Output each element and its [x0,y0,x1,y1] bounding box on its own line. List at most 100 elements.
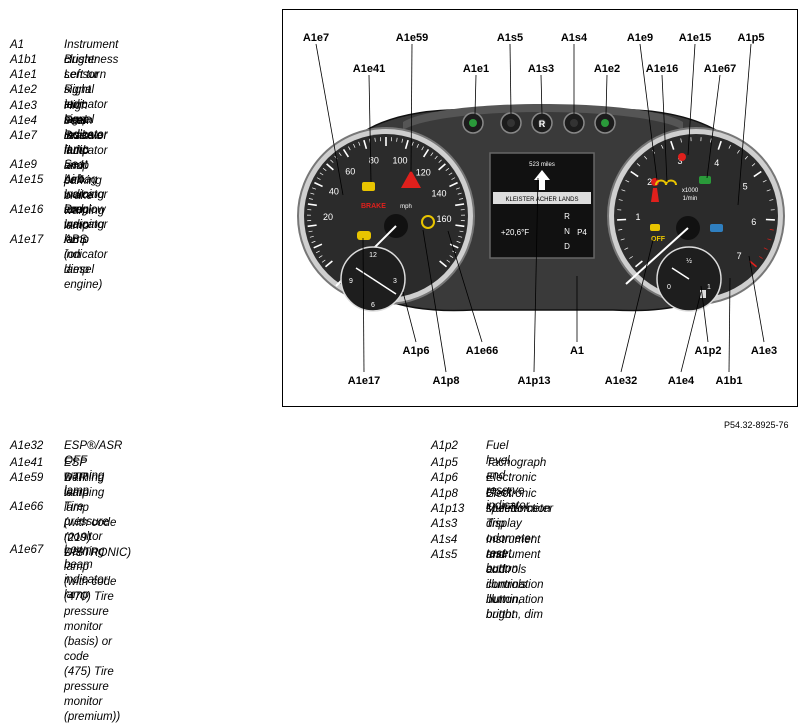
tachometer-tick-label: 4 [714,158,719,168]
legend-code: A1e4 [10,114,37,129]
callout-label-a1e1: A1e1 [463,63,489,75]
abs-indicator-lamp [357,231,371,240]
legend-code: A1e32 [10,439,43,454]
legend-code: A1e9 [10,158,37,173]
callout-label-a1p5: A1p5 [738,32,765,44]
esp-off-warning-lamp: OFF [651,236,666,243]
callout-label-a1b1: A1b1 [716,375,743,387]
clock-tick-label: 9 [349,278,353,285]
callout-label-a1e41: A1e41 [353,63,385,75]
callout-label-a1p2: A1p2 [695,345,722,357]
legend-code: A1s4 [431,533,457,548]
callout-label-a1e7: A1e7 [303,32,329,44]
tachometer-unit: x1000 [682,188,699,194]
legend-code: A1b1 [10,53,37,68]
legend-code: A1e1 [10,68,37,83]
brake-warning-lamp: BRAKE [361,203,386,210]
speedometer-tick-label: 40 [329,187,339,197]
callout-leader-line [510,44,511,114]
legend-code: A1e59 [10,471,43,486]
speedometer-tick-label: 120 [416,168,431,178]
speedometer-tick-label: 60 [345,166,355,176]
tachometer-tick-label: 5 [743,181,748,191]
callout-label-a1s5: A1s5 [497,32,523,44]
callout-label-a1e15: A1e15 [679,32,711,44]
legend-code: A1e66 [10,500,43,515]
clock-tick-label: 3 [393,278,397,285]
legend-description: Instrument and controls illumination but… [486,548,544,623]
callout-label-a1p13: A1p13 [517,375,550,387]
tachometer-tick-label: 6 [751,217,756,227]
callout-label-a1s3: A1s3 [528,63,554,75]
display-gear: D [564,242,570,251]
legend-code: A1e2 [10,83,37,98]
display-distance: 523 miles [529,162,555,168]
callout-label-a1e16: A1e16 [646,63,678,75]
tachometer-tick-label: 1 [635,212,640,222]
callout-label-a1e66: A1e66 [466,345,498,357]
legend-code: A1e41 [10,456,43,471]
callout-label-a1e17: A1e17 [348,375,380,387]
speedometer-tick-label: 160 [436,214,451,224]
bright-button-symbol [570,119,578,127]
legend-description: Tire pressure monitor warning lamp (with… [64,500,120,725]
esp-warning-lamp [362,182,375,191]
speedometer-tick-label: 140 [431,188,446,198]
display-gear: R [564,212,570,221]
speedometer-tick-label: 100 [393,156,408,166]
legend-code: A1p8 [431,487,458,502]
high-beam-indicator-lamp [710,224,723,232]
figure-reference: P54.32-8925-76 [724,420,789,430]
legend-code: A1p5 [431,456,458,471]
callout-label-a1: A1 [570,345,584,357]
left-turn-signal-lamp-symbol [469,119,477,127]
speedometer-unit: mph [400,204,412,210]
tachometer-tick-label: 7 [737,251,742,261]
callout-label-a1e9: A1e9 [627,32,653,44]
callout-label-a1e59: A1e59 [396,32,428,44]
legend-code: A1 [10,38,24,53]
fuel-tick-label: ½ [686,257,692,265]
callout-label-a1e3: A1e3 [751,345,777,357]
legend-code: A1e15 [10,173,43,188]
callout-label-a1s4: A1s4 [561,32,588,44]
clock-tick-label: 6 [371,302,375,309]
legend-code: A1e67 [10,543,43,558]
low-beam-indicator-lamp [699,176,711,184]
legend-description: Low beam indicator lamp [64,543,107,603]
tachometer-unit: 1/min [683,196,698,202]
legend-code: A1e17 [10,233,43,248]
dim-button-symbol [507,119,515,127]
callout-label-a1p8: A1p8 [433,375,460,387]
legend-code: A1p6 [431,471,458,486]
right-turn-signal-lamp-symbol [601,119,609,127]
display-temperature: +20,6°F [501,228,529,237]
display-gear: N [564,227,570,236]
callout-label-a1p6: A1p6 [403,345,430,357]
fuel-tick-label: 1 [707,284,711,291]
trip-reset-symbol: R [539,119,546,129]
legend-code: A1p2 [431,439,458,454]
callout-label-a1e67: A1e67 [704,63,736,75]
legend-code: A1e16 [10,203,43,218]
legend-description: ABS indicator lamp [64,233,107,278]
legend-code: A1e7 [10,129,37,144]
legend-code: A1s3 [431,517,457,532]
esp-off-icon [650,224,660,231]
legend-description: Tachograph [486,456,546,471]
speedometer-tick-label: 20 [323,212,333,222]
legend-code: A1s5 [431,548,457,563]
display-active-gear: P4 [577,228,587,237]
callout-label-a1e4: A1e4 [668,375,695,387]
legend-code: A1p13 [431,502,464,517]
fuel-tick-label: 0 [667,284,671,291]
display-street: KLEISTER ACHER LANDS [505,197,578,203]
clock-tick-label: 12 [369,252,377,259]
legend-code: A1e3 [10,99,37,114]
callout-label-a1e2: A1e2 [594,63,620,75]
multifunction-display [490,153,594,258]
callout-label-a1e32: A1e32 [605,375,637,387]
airbag-warning-lamp [678,153,686,161]
